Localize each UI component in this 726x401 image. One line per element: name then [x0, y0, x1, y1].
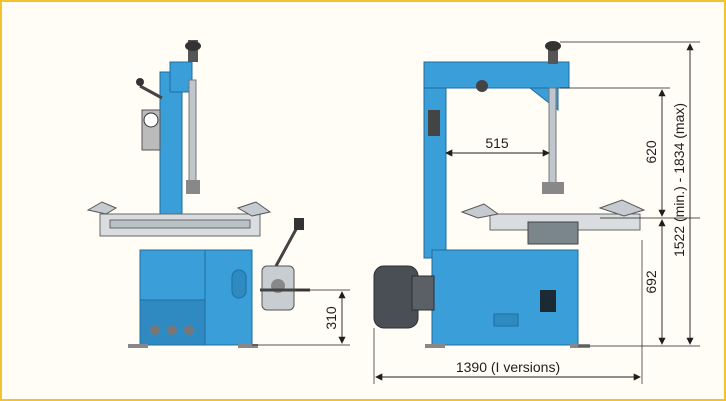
base-height-label: 310: [323, 306, 339, 330]
extension-lines: [560, 41, 700, 347]
table-height-label: 692: [643, 270, 659, 294]
dimension-arm-reach: 515: [445, 135, 550, 157]
side-view-machine: [86, 40, 310, 348]
dimension-column-height: 620: [643, 89, 666, 217]
dimension-table-height: 692: [643, 219, 666, 345]
arm-reach-label: 515: [485, 135, 509, 151]
dimension-base-height: 310: [252, 289, 350, 346]
dimension-total-height: 1522 (min.) - 1834 (max): [671, 43, 694, 345]
front-view-machine: [373, 41, 646, 348]
total-height-label: 1522 (min.) - 1834 (max): [671, 103, 687, 257]
total-width-label: 1390 (I versions): [456, 359, 560, 375]
column-height-label: 620: [643, 140, 659, 164]
dimension-total-width: 1390 (I versions): [373, 240, 643, 384]
